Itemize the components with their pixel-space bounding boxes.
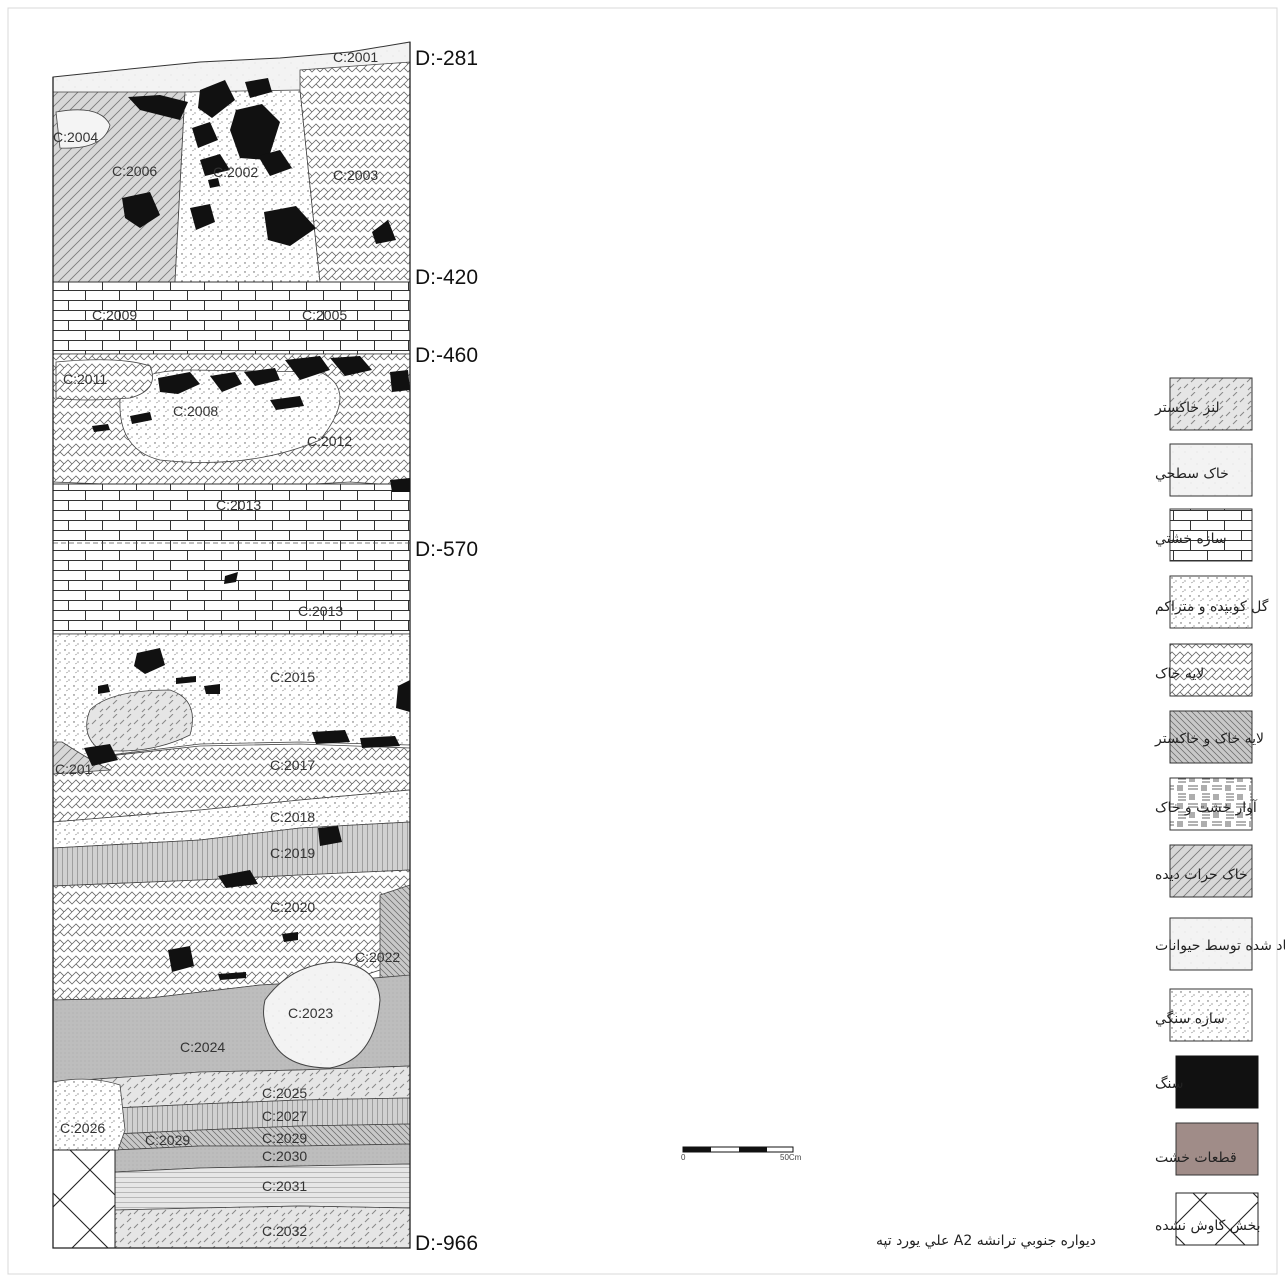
unit-2004-lens bbox=[55, 109, 111, 149]
legend-label: لايه خاک bbox=[1155, 666, 1204, 682]
unit-2015-ash-lens bbox=[86, 689, 193, 752]
depth-label: D:-570 bbox=[415, 538, 478, 561]
context-label: C:2024 bbox=[180, 1039, 225, 1055]
unit-2023-burrow bbox=[263, 961, 381, 1069]
unit-2026 bbox=[52, 1078, 126, 1151]
stones bbox=[84, 78, 410, 980]
unit-2022 bbox=[379, 884, 411, 986]
context-label: C:2015 bbox=[270, 669, 315, 685]
depth-label: D:-966 bbox=[415, 1232, 478, 1255]
context-label: C:2013 bbox=[216, 497, 261, 513]
scale-end-label: 50Cm bbox=[780, 1153, 802, 1162]
context-label: C:2026 bbox=[60, 1120, 105, 1136]
depth-labels: D:-281 D:-420 D:-460 D:-570 D:-966 bbox=[415, 47, 478, 1255]
context-label: C:2032 bbox=[262, 1223, 307, 1239]
unit-2011 bbox=[55, 359, 153, 401]
context-label: C:2002 bbox=[213, 164, 258, 180]
context-label: C:2003 bbox=[333, 167, 378, 183]
context-label: C:2008 bbox=[173, 403, 218, 419]
legend-label: خاک سطحي bbox=[1155, 466, 1229, 482]
unit-2009-2005-mudbrick bbox=[52, 281, 411, 355]
figure-border bbox=[7, 7, 1278, 1275]
legend-swatch-burnt-soil bbox=[1169, 844, 1253, 898]
legend-label: سازه سنگي bbox=[1155, 1010, 1225, 1027]
legend-swatch-stone bbox=[1175, 1055, 1259, 1109]
context-label: C:2027 bbox=[262, 1108, 307, 1124]
context-label: C:2030 bbox=[262, 1148, 307, 1164]
legend-label: قطعات خشت bbox=[1155, 1150, 1237, 1166]
legend-label: آوار خشت و خاک bbox=[1155, 799, 1258, 816]
context-label: C:2022 bbox=[355, 949, 400, 965]
scale-bar: 0 50Cm bbox=[681, 1146, 802, 1162]
depth-label: D:-420 bbox=[415, 266, 478, 289]
context-label: C:2029 bbox=[262, 1130, 307, 1146]
context-label: C:2011 bbox=[63, 371, 107, 387]
context-label: C:2006 bbox=[112, 163, 157, 179]
context-label: C:2012 bbox=[307, 433, 352, 449]
legend-swatch-mudbrick bbox=[1169, 508, 1253, 562]
context-label: C:2013 bbox=[298, 603, 343, 619]
legend-label: خاک حرات ديده bbox=[1155, 867, 1248, 883]
legend-swatch-unexcavated bbox=[1175, 1192, 1259, 1246]
legend-label: گل کوبيده و متراکم bbox=[1155, 598, 1269, 615]
context-label: C:2018 bbox=[270, 809, 315, 825]
column-outline bbox=[52, 42, 411, 1249]
context-label: C:2020 bbox=[270, 899, 315, 915]
context-label: C:2023 bbox=[288, 1005, 333, 1021]
legend-swatch-stone-structure bbox=[1169, 988, 1253, 1042]
unexcavated-area bbox=[52, 1149, 116, 1249]
legend-swatch-brick-fragments bbox=[1175, 1122, 1259, 1176]
legend-swatch-packed-mud bbox=[1169, 575, 1253, 629]
legend-label: سازه خشتي bbox=[1155, 531, 1227, 547]
legend-swatch-animal-burrow bbox=[1169, 917, 1253, 971]
context-label: C:2005 bbox=[302, 307, 347, 323]
legend-label: لنز خاكستر bbox=[1154, 400, 1220, 416]
figure-title: ديواره جنوبي ترانشه A2 علي يورد تپه bbox=[876, 1233, 1096, 1249]
legend-label: بخش کاوش نشده bbox=[1155, 1218, 1261, 1234]
context-label: C:2004 bbox=[53, 129, 98, 145]
legend-swatch-surface-soil bbox=[1169, 443, 1253, 497]
legend: لنز خاكستر خاک سطحي سازه خشتي گل کوبيده … bbox=[1154, 377, 1285, 1246]
context-label: C:2017 bbox=[270, 757, 315, 773]
context-label: C:201 bbox=[55, 761, 93, 777]
depth-label: D:-460 bbox=[415, 344, 478, 367]
legend-label: لايه خاک و خاکستر bbox=[1154, 731, 1264, 747]
context-label: C:2031 bbox=[262, 1178, 307, 1194]
legend-swatch-soil-layer bbox=[1169, 643, 1253, 697]
context-label: C:2029 bbox=[145, 1132, 190, 1148]
stratigraphic-column: C:2001 C:2004 C:2006 C:2002 C:2003 C:200… bbox=[52, 41, 411, 1249]
legend-swatch-ash-lens bbox=[1169, 377, 1253, 431]
scale-start-label: 0 bbox=[681, 1153, 686, 1162]
context-label: C:2019 bbox=[270, 845, 315, 861]
context-label: C:2001 bbox=[333, 49, 378, 65]
depth-label: D:-281 bbox=[415, 47, 478, 70]
context-label: C:2009 bbox=[92, 307, 137, 323]
legend-swatch-brick-debris bbox=[1169, 777, 1253, 831]
legend-label: سنگ bbox=[1155, 1075, 1184, 1092]
context-label: C:2025 bbox=[262, 1085, 307, 1101]
legend-swatch-soil-ash bbox=[1169, 710, 1253, 764]
legend-label: حفره ايجاد شده توسط حيوانات bbox=[1155, 938, 1285, 954]
